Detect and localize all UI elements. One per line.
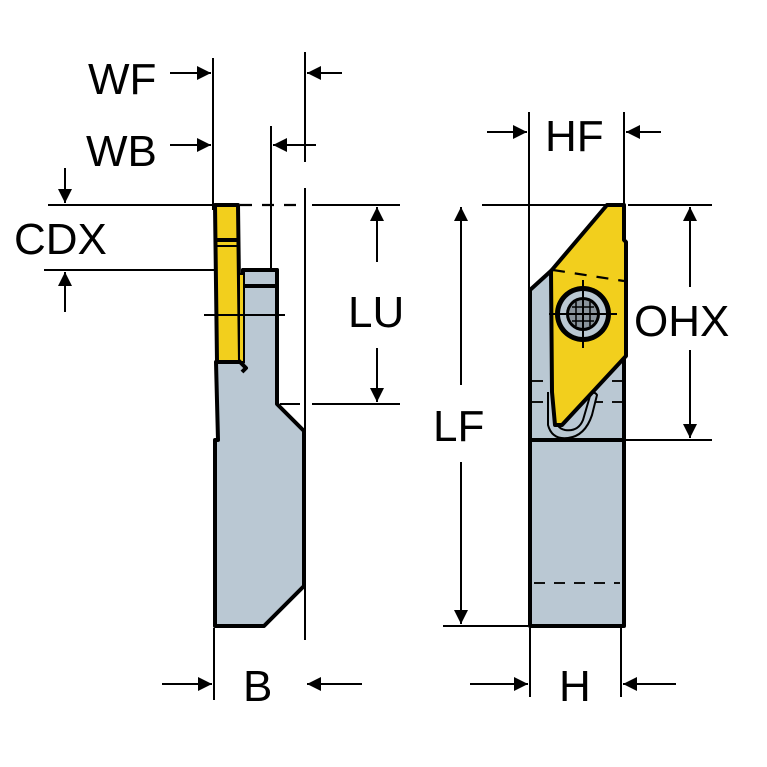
side-insert-thin (238, 273, 245, 363)
side-blade-clamp (241, 268, 279, 288)
side-view: WF WB CDX LU B (14, 52, 404, 711)
ohx-label: OHX (634, 297, 729, 346)
lu-label: LU (348, 288, 404, 337)
wf-label: WF (88, 55, 156, 104)
hf-label: HF (545, 112, 604, 161)
front-view: HF OHX LF H (433, 112, 729, 711)
b-label: B (243, 662, 272, 711)
side-insert-tip (236, 358, 248, 374)
front-insert-dash (552, 268, 625, 283)
cdx-label: CDX (14, 215, 107, 264)
lf-label: LF (433, 402, 484, 451)
h-label: H (559, 662, 591, 711)
wb-label: WB (86, 127, 157, 176)
side-insert (213, 203, 242, 364)
insert-screw-icon (549, 280, 617, 348)
